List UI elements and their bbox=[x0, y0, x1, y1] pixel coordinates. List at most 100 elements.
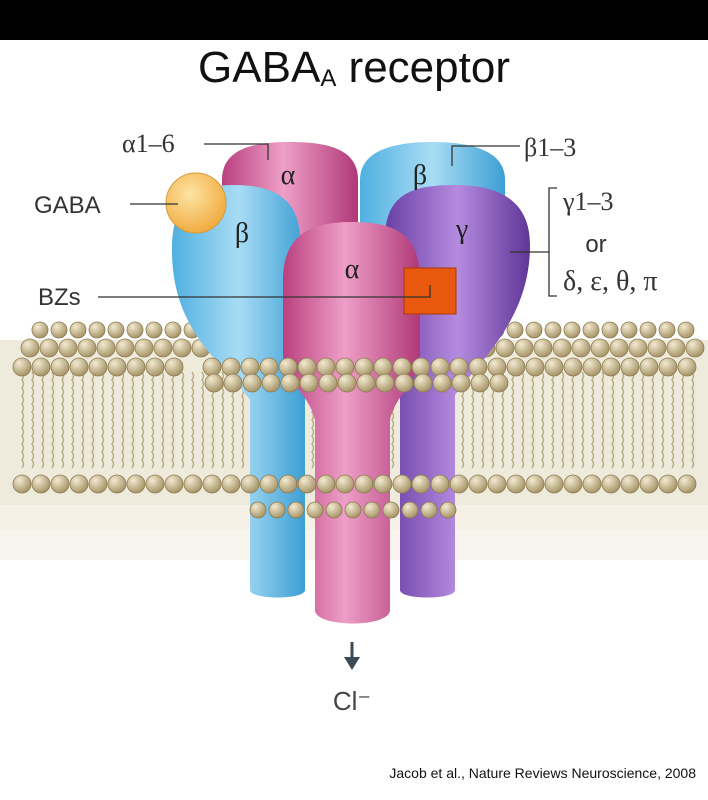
lipid-head bbox=[318, 373, 338, 393]
lipid-head bbox=[487, 357, 507, 377]
lipid-head bbox=[69, 321, 87, 339]
lipid-head bbox=[126, 357, 146, 377]
lipid-head bbox=[31, 474, 51, 494]
lipid-head bbox=[375, 373, 395, 393]
lipid-head bbox=[172, 338, 192, 358]
lipid-head bbox=[601, 321, 619, 339]
lipid-head bbox=[202, 474, 222, 494]
lipid-head bbox=[31, 357, 51, 377]
lipid-tail bbox=[601, 371, 605, 469]
lipid-head bbox=[413, 373, 433, 393]
chloride-label: Cl⁻ bbox=[333, 686, 371, 716]
lipid-head bbox=[677, 474, 697, 494]
lipid-head bbox=[582, 474, 602, 494]
lipid-head bbox=[50, 357, 70, 377]
lipid-head bbox=[449, 357, 469, 377]
lipid-head bbox=[77, 338, 97, 358]
lipid-head bbox=[249, 501, 267, 519]
lipid-head bbox=[432, 373, 452, 393]
lipid-head bbox=[223, 373, 243, 393]
lipid-head bbox=[107, 357, 127, 377]
lipid-head bbox=[268, 501, 286, 519]
lipid-tail bbox=[651, 371, 655, 469]
lipid-tail bbox=[661, 371, 665, 469]
gamma-letter: γ bbox=[455, 214, 468, 245]
lipid-head bbox=[430, 474, 450, 494]
lipid-head bbox=[50, 321, 68, 339]
lipid-head bbox=[468, 474, 488, 494]
lipid-head bbox=[259, 474, 279, 494]
title-subscript: A bbox=[320, 65, 337, 92]
lipid-head bbox=[88, 321, 106, 339]
lipid-head bbox=[506, 357, 526, 377]
lipid-head bbox=[544, 321, 562, 339]
lipid-head bbox=[401, 501, 419, 519]
lipid-head bbox=[12, 474, 32, 494]
lipid-head bbox=[677, 321, 695, 339]
lipid-head bbox=[126, 321, 144, 339]
lipid-head bbox=[107, 321, 125, 339]
lipid-head bbox=[278, 357, 298, 377]
lipid-head bbox=[571, 338, 591, 358]
lipid-head bbox=[204, 373, 224, 393]
lipid-tail bbox=[121, 371, 125, 469]
lipid-tail bbox=[201, 371, 205, 469]
lipid-head bbox=[430, 357, 450, 377]
lipid-head bbox=[411, 474, 431, 494]
lipid-tail bbox=[611, 371, 615, 469]
lipid-head bbox=[489, 373, 509, 393]
lipid-tail bbox=[141, 371, 145, 469]
lipid-tail bbox=[61, 371, 65, 469]
lipid-head bbox=[242, 373, 262, 393]
lipid-tail bbox=[191, 371, 195, 469]
beta-range-leader bbox=[451, 145, 520, 166]
lipid-head bbox=[363, 501, 381, 519]
lipid-head bbox=[39, 338, 59, 358]
lipid-head bbox=[411, 357, 431, 377]
title-rest: receptor bbox=[336, 43, 510, 92]
lipid-head bbox=[620, 321, 638, 339]
lipid-head bbox=[12, 357, 32, 377]
lipid-tail bbox=[101, 371, 105, 469]
top-bar bbox=[0, 0, 708, 40]
lipid-head bbox=[620, 357, 640, 377]
alternatives-label: δ, ε, θ, π bbox=[563, 266, 658, 297]
lipid-tail bbox=[591, 371, 595, 469]
lipid-tail bbox=[511, 371, 515, 469]
lipid-head bbox=[107, 474, 127, 494]
lipid-head bbox=[506, 321, 524, 339]
lipid-head bbox=[134, 338, 154, 358]
lipid-tail bbox=[581, 371, 585, 469]
lipid-head bbox=[126, 474, 146, 494]
lipid-tail bbox=[631, 371, 635, 469]
lipid-head bbox=[356, 373, 376, 393]
leader-lines bbox=[98, 143, 557, 298]
lipid-head bbox=[582, 357, 602, 377]
lipid-head bbox=[666, 338, 686, 358]
beta-range-label: β1–3 bbox=[524, 133, 576, 162]
lipid-head bbox=[677, 357, 697, 377]
lipid-head bbox=[316, 474, 336, 494]
lipid-head bbox=[506, 474, 526, 494]
lipid-head bbox=[164, 474, 184, 494]
lipid-head bbox=[620, 474, 640, 494]
beta-left-letter: β bbox=[235, 218, 249, 249]
alpha-subunit-front bbox=[283, 222, 420, 624]
alpha-range-label: α1–6 bbox=[122, 129, 175, 158]
lipid-heads-front bbox=[12, 357, 697, 519]
lipid-tail bbox=[171, 371, 175, 469]
citation: Jacob et al., Nature Reviews Neuroscienc… bbox=[389, 765, 696, 781]
lipid-tail bbox=[641, 371, 645, 469]
lipid-tail bbox=[671, 371, 675, 469]
lipid-tail bbox=[41, 371, 45, 469]
lipid-head bbox=[50, 474, 70, 494]
alpha-range-leader bbox=[204, 143, 269, 160]
lipid-tail bbox=[691, 371, 695, 469]
chloride-arrow bbox=[344, 642, 360, 670]
gamma-range-label: γ1–3 bbox=[562, 187, 614, 216]
lipid-head bbox=[525, 321, 543, 339]
lipid-head bbox=[354, 357, 374, 377]
lipid-head bbox=[316, 357, 336, 377]
lipid-tail bbox=[151, 371, 155, 469]
lipid-head bbox=[544, 357, 564, 377]
